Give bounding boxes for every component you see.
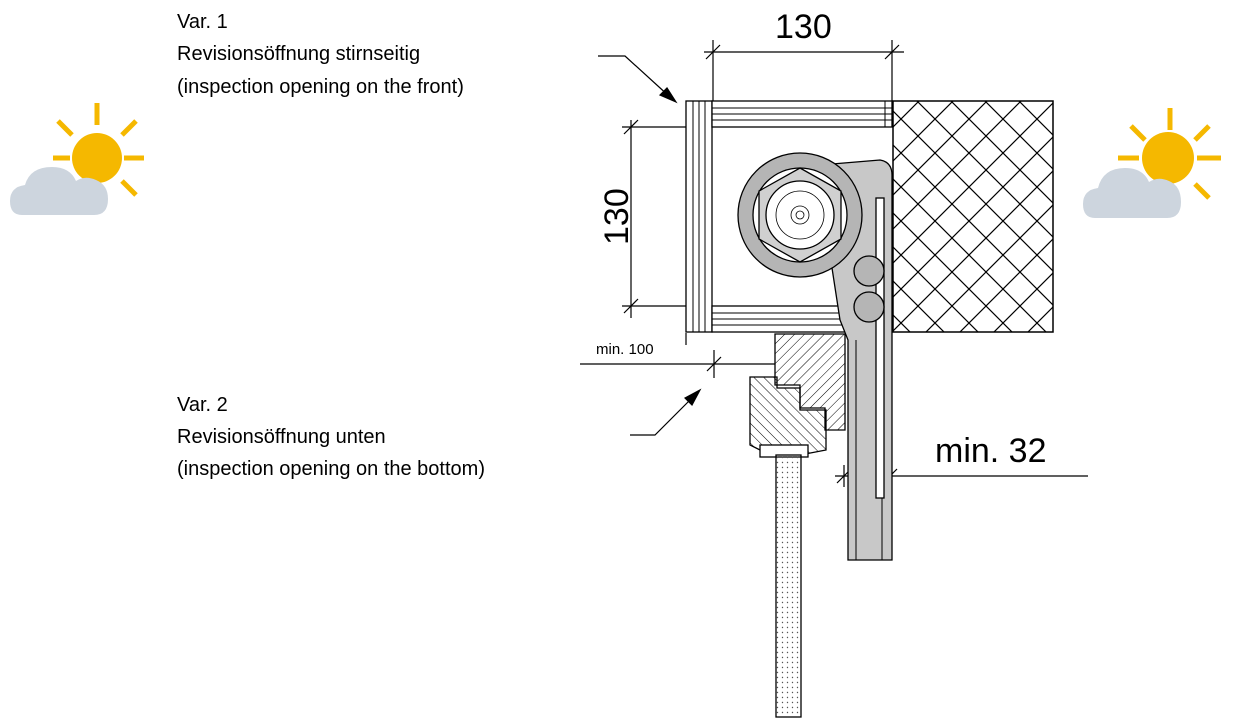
var2-title: Var. 2	[177, 394, 228, 416]
glass-pane	[775, 454, 802, 718]
height-dimension	[622, 119, 686, 318]
width-dimension	[704, 40, 904, 103]
min-depth-label: min. 32	[935, 432, 1047, 470]
min-inspection-label: min. 100	[596, 341, 654, 358]
var2-line2: (inspection opening on the bottom)	[177, 458, 485, 480]
var1-line2: (inspection opening on the front)	[177, 76, 464, 98]
width-dimension-label: 130	[775, 8, 832, 46]
var2-line1: Revisionsöffnung unten	[177, 426, 386, 448]
box-top-panel	[711, 100, 893, 128]
var1-leader-arrow	[598, 55, 678, 104]
window-frame-profile	[749, 333, 846, 458]
var2-annotation: Var. 2 Revisionsöffnung unten (inspectio…	[177, 394, 485, 480]
box-bottom-panel	[711, 305, 847, 333]
var1-title: Var. 1	[177, 11, 228, 33]
min-inspection-dimension	[580, 333, 775, 378]
height-dimension-label: 130	[598, 188, 636, 245]
sun-behind-cloud-icon	[10, 103, 144, 215]
var1-annotation: Var. 1 Revisionsöffnung stirnseitig (ins…	[177, 11, 464, 98]
box-front-panel	[685, 100, 713, 333]
var1-line1: Revisionsöffnung stirnseitig	[177, 43, 420, 65]
shaft-drum	[737, 152, 863, 278]
insulation-block	[892, 100, 1054, 333]
sun-behind-cloud-icon	[1083, 108, 1221, 218]
var2-leader-arrow	[630, 388, 702, 436]
pulley-rollers	[853, 255, 885, 323]
